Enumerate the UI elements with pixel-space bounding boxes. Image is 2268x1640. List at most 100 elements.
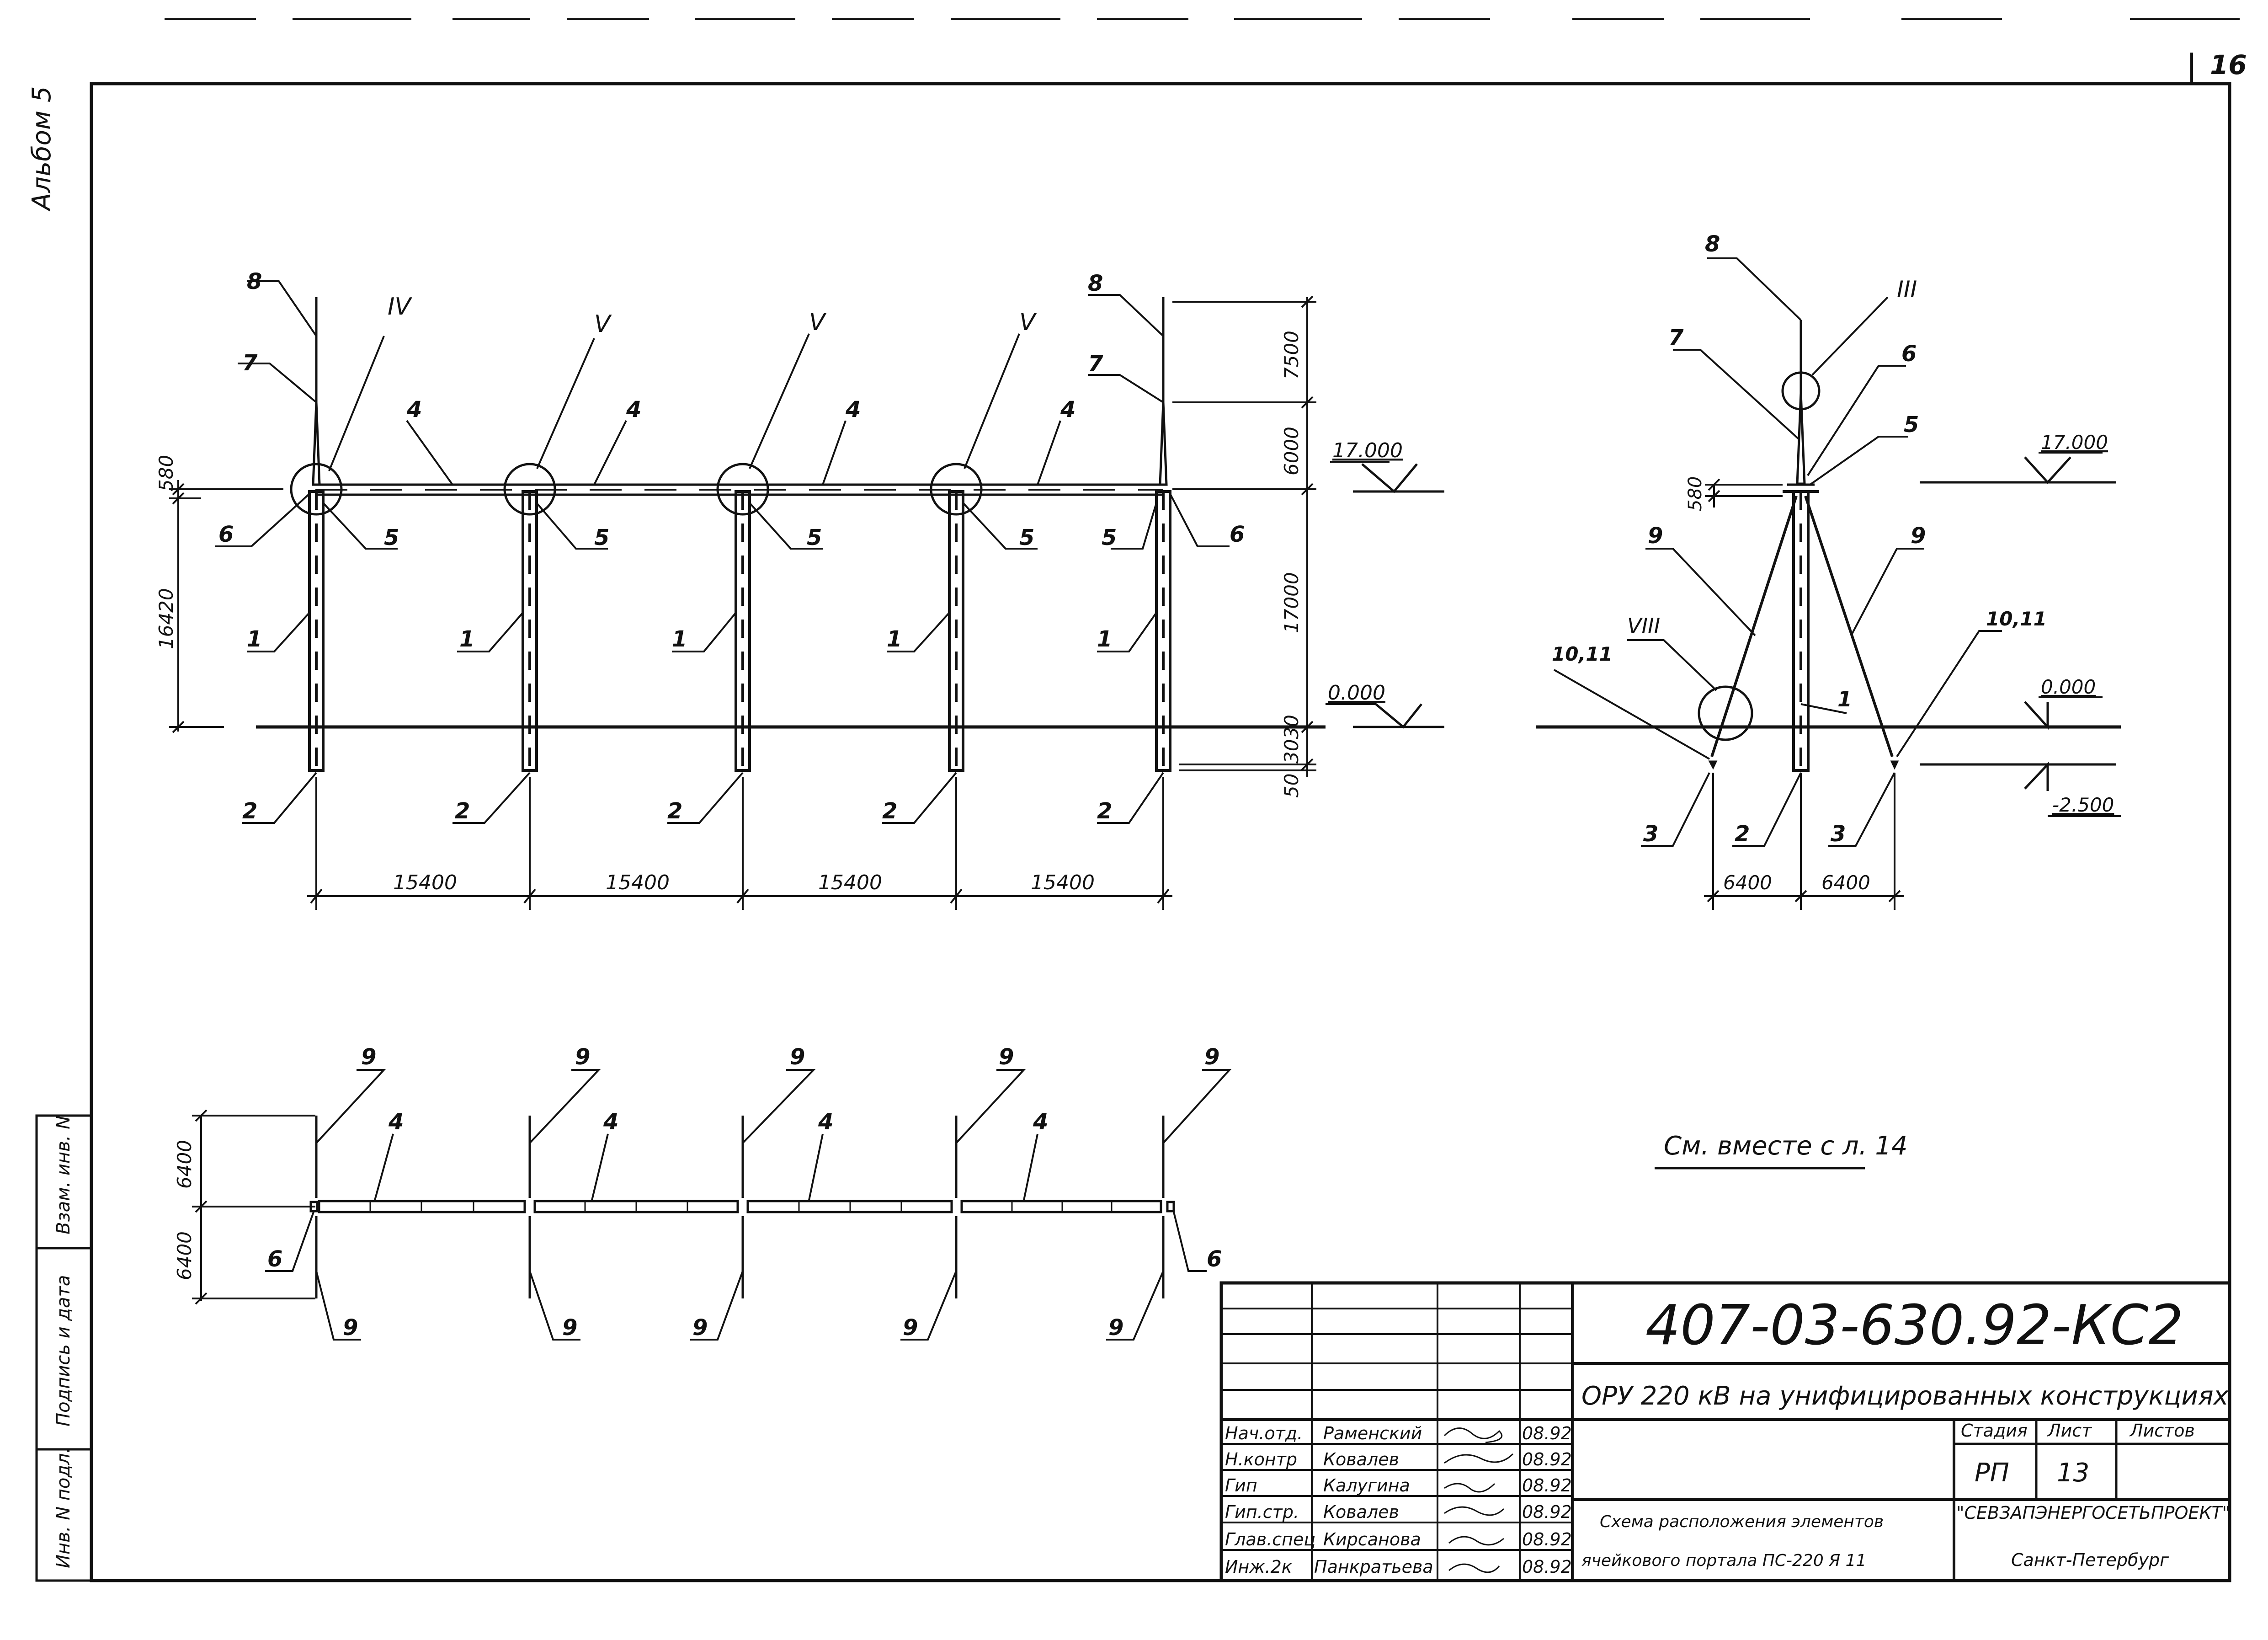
side-dim-6400-left: 6400 <box>1723 871 1772 894</box>
side-mark-2: 2 <box>1735 821 1750 847</box>
span-dim-1: 15400 <box>393 871 457 894</box>
left-dimensions <box>169 480 283 733</box>
crossbeam <box>315 483 1163 496</box>
dim-3030: 3030 <box>1280 715 1303 764</box>
sheet-title-line1: Схема расположения элементов <box>1600 1512 1884 1531</box>
level-0000-front: 0.000 <box>1328 681 1385 705</box>
plan-mark-9-t1: 9 <box>361 1044 376 1070</box>
side-stamp-podpis: Подпись и дата <box>53 1275 74 1426</box>
side-elevation <box>1536 257 2121 910</box>
mark-2-3: 2 <box>667 798 682 824</box>
plan-mark-4-4: 4 <box>1033 1109 1048 1135</box>
mark-IV: IV <box>388 293 412 321</box>
side-stamp <box>35 1114 93 1582</box>
sheets-label: Листов <box>2129 1421 2195 1441</box>
plan-mark-9-t5: 9 <box>1204 1044 1219 1070</box>
side-mark-6: 6 <box>1901 341 1917 367</box>
side-mark-3-right: 3 <box>1831 821 1846 847</box>
plan-mark-4-1: 4 <box>388 1109 404 1135</box>
mark-8-right: 8 <box>1088 271 1103 296</box>
mark-4-4: 4 <box>1060 397 1075 422</box>
side-stamp-inv: Инв. N подл. <box>53 1448 74 1568</box>
plan-view <box>192 1069 1232 1341</box>
plan-mark-9-t4: 9 <box>999 1044 1014 1070</box>
staff-name-2: Калугина <box>1323 1475 1410 1496</box>
side-mark-8: 8 <box>1705 231 1720 257</box>
plan-mark-9-b4: 9 <box>903 1315 918 1341</box>
dim-16420: 16420 <box>155 588 177 649</box>
mark-2-1: 2 <box>242 798 257 824</box>
sheet-title-line2: ячейкового портала ПС-220 Я 11 <box>1581 1551 1866 1570</box>
side-mark-9-left: 9 <box>1648 523 1663 549</box>
plan-mark-6-left: 6 <box>267 1246 282 1272</box>
sheet-number: 16 <box>2210 49 2247 80</box>
staff-role-1: Н.контр <box>1225 1449 1297 1469</box>
plan-labels: 9 9 9 9 9 4 4 4 4 6 6 9 9 9 9 9 6400 640… <box>173 1044 1222 1341</box>
org-city: Санкт-Петербург <box>2011 1550 2169 1570</box>
span-dim-3: 15400 <box>818 871 882 894</box>
staff-name-1: Ковалев <box>1323 1449 1399 1469</box>
sheet-label: Лист <box>2047 1421 2092 1441</box>
staff-date-0: 08.92 <box>1522 1423 1572 1443</box>
org-name: "СЕВЗАПЭНЕРГОСЕТЬПРОЕКТ" <box>1956 1503 2230 1523</box>
plan-mark-4-3: 4 <box>818 1109 833 1135</box>
mark-2-5: 2 <box>1097 798 1112 824</box>
plan-mark-9-b3: 9 <box>692 1315 708 1341</box>
plan-mark-9-b5: 9 <box>1108 1315 1123 1341</box>
mark-6-right: 6 <box>1230 522 1245 547</box>
front-labels: 8 IV V V V 8 7 7 4 4 4 4 6 6 5 5 5 5 5 1… <box>155 269 1403 894</box>
mark-1-2: 1 <box>459 626 474 652</box>
staff-name-4: Кирсанова <box>1323 1529 1421 1549</box>
side-mark-III: III <box>1897 276 1917 303</box>
mark-V-3: V <box>1019 309 1037 336</box>
side-mark-5: 5 <box>1904 412 1919 438</box>
dim-7500: 7500 <box>1280 331 1303 379</box>
stage-value: РП <box>1975 1458 2009 1488</box>
staff-role-2: Гип <box>1225 1475 1257 1496</box>
plan-mark-6-right: 6 <box>1207 1246 1222 1272</box>
mark-5-1: 5 <box>384 525 399 550</box>
stage-label: Стадия <box>1961 1421 2028 1441</box>
mark-4-2: 4 <box>626 397 641 422</box>
side-level-minus2500: -2.500 <box>2052 794 2114 816</box>
node-circles <box>290 463 983 516</box>
side-mark-1011-right: 10,11 <box>1986 608 2047 630</box>
mark-5-4: 5 <box>1019 525 1034 550</box>
dim-6000: 6000 <box>1280 427 1303 475</box>
mark-2-2: 2 <box>455 798 470 824</box>
plan-mark-9-b1: 9 <box>343 1315 358 1341</box>
span-dimensions <box>307 777 1172 910</box>
side-labels: 8 III 7 6 5 9 9 VIII 10,11 10,11 1 3 2 3… <box>1552 231 2114 894</box>
side-dim-6400-right: 6400 <box>1821 871 1870 894</box>
sheet-frame <box>90 18 2240 1582</box>
staff-date-1: 08.92 <box>1522 1449 1572 1469</box>
side-mark-7: 7 <box>1668 325 1684 351</box>
mark-6-left: 6 <box>218 522 234 547</box>
title-block-text: 407-03-630.92-КС2 ОРУ 220 кВ на унифицир… <box>1225 1294 2230 1577</box>
mark-7-left: 7 <box>242 350 258 376</box>
mark-5-5: 5 <box>1102 525 1117 550</box>
see-also-note: См. вместе с л. 14 <box>1664 1131 1908 1161</box>
mark-2-4: 2 <box>882 798 897 824</box>
mark-5-2: 5 <box>594 525 609 550</box>
plan-mark-9-t2: 9 <box>575 1044 590 1070</box>
staff-role-4: Глав.спец <box>1225 1529 1315 1549</box>
mark-4-3: 4 <box>845 397 861 422</box>
mark-4-1: 4 <box>406 397 422 422</box>
project-title: ОРУ 220 кВ на унифицированных конструкци… <box>1581 1381 2229 1411</box>
staff-role-5: Инж.2к <box>1225 1557 1292 1577</box>
staff-role-0: Нач.отд. <box>1225 1423 1303 1443</box>
span-dim-4: 15400 <box>1031 871 1095 894</box>
doc-code: 407-03-630.92-КС2 <box>1645 1294 2183 1357</box>
side-stamp-vzam: Взам. инв. N <box>53 1116 74 1234</box>
side-mark-1: 1 <box>1837 687 1852 711</box>
staff-name-0: Раменский <box>1323 1423 1422 1443</box>
side-mark-VIII: VIII <box>1627 614 1660 638</box>
staff-date-2: 08.92 <box>1522 1475 1572 1496</box>
mark-8-left: 8 <box>247 269 262 294</box>
mark-1-4: 1 <box>887 626 902 652</box>
mark-V-2: V <box>809 309 827 336</box>
dim-580: 580 <box>155 455 177 491</box>
span-dim-2: 15400 <box>606 871 670 894</box>
